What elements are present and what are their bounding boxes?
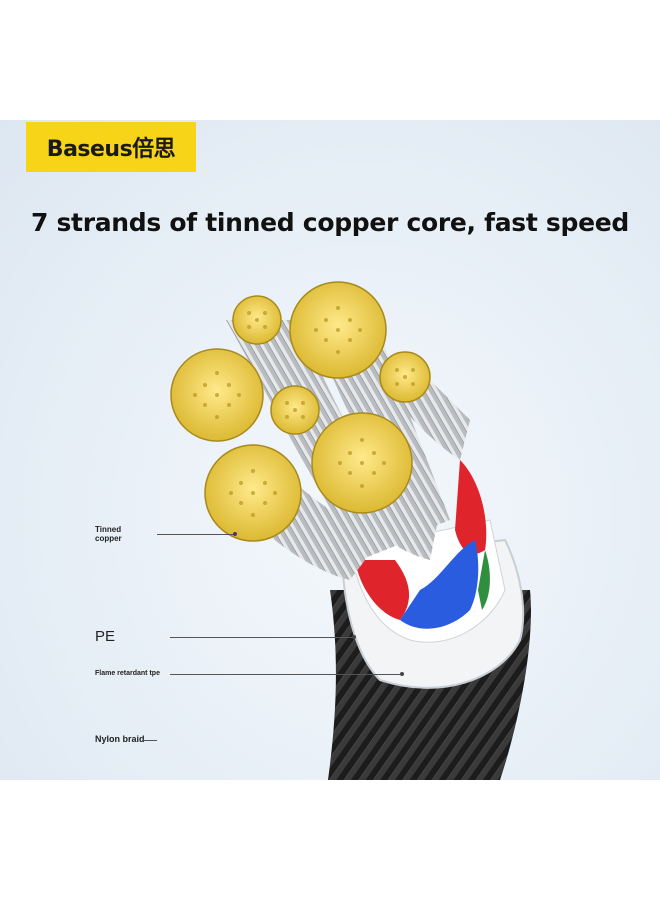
- callout-flame-dot: [400, 672, 404, 676]
- callout-pe-line: [170, 637, 353, 638]
- callout-tinned-copper-dot: [233, 532, 237, 536]
- brand-logo-text: Baseus倍思: [46, 137, 176, 162]
- callout-pe-label: PE: [95, 628, 116, 645]
- callout-tinned-copper-label: Tinned copper: [95, 525, 122, 543]
- callout-tinned-copper-line: [157, 534, 235, 535]
- callout-nylon-line: [142, 740, 157, 741]
- cable-cross-section-illustration: [170, 281, 531, 780]
- callout-pe-dot: [352, 635, 356, 639]
- brand-logo: Baseus倍思: [26, 122, 196, 172]
- callout-flame-line: [170, 674, 400, 675]
- callout-nylon-label: Nylon braid: [95, 734, 145, 744]
- product-image-panel: Baseus倍思 7 strands of tinned copper core…: [0, 120, 660, 780]
- headline: 7 strands of tinned copper core, fast sp…: [30, 208, 630, 237]
- callout-flame-label: Flame retardant tpe: [95, 670, 160, 677]
